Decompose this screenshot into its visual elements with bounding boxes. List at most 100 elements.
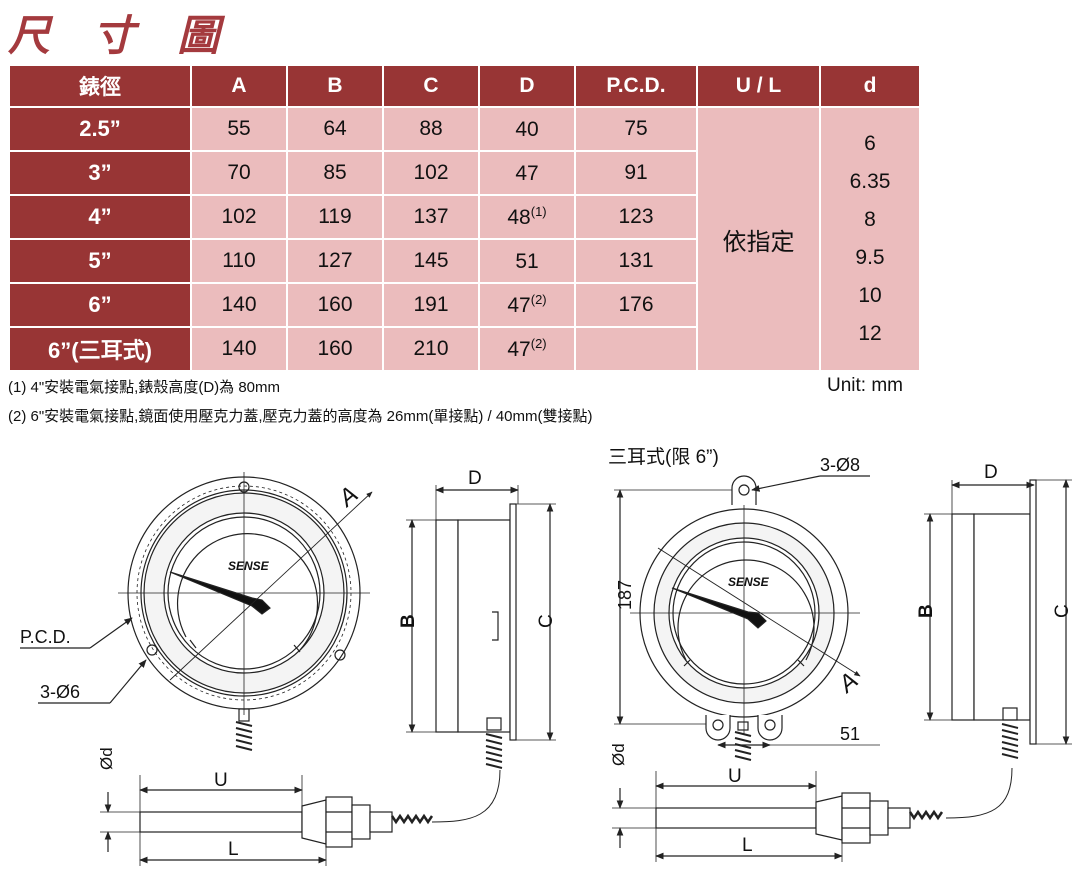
label-187: 187 — [615, 580, 635, 610]
label-b-left: B — [398, 614, 419, 628]
left-probe — [100, 769, 501, 866]
header-a: A — [190, 64, 288, 108]
size-cell: 5” — [8, 238, 192, 284]
left-gauge-front — [20, 472, 373, 751]
brand-logo-left: SENSE — [228, 559, 270, 573]
label-d-left: D — [468, 468, 482, 489]
right-gauge-front — [614, 475, 880, 761]
header-b: B — [286, 64, 384, 108]
d-value: 47 — [515, 162, 539, 185]
d-value-item: 6 — [864, 132, 876, 155]
cell-a: 140 — [190, 282, 288, 328]
label-a-left: A — [332, 481, 363, 513]
gauge-pointer — [671, 587, 767, 629]
size-cell: 3” — [8, 150, 192, 196]
label-l-right: L — [742, 835, 753, 856]
cell-c: 88 — [382, 106, 480, 152]
cell-b: 160 — [286, 326, 384, 372]
label-holes-left: 3-Ø6 — [40, 682, 80, 702]
cell-pcd — [574, 326, 698, 372]
table-row: 6”(三耳式) 140 160 210 47(2) — [8, 326, 920, 372]
cell-a: 102 — [190, 194, 288, 240]
cell-d: 47(2) — [478, 326, 576, 372]
cell-c: 145 — [382, 238, 480, 284]
label-c-right: C — [1052, 604, 1073, 618]
d-value: 48 — [507, 206, 531, 229]
cell-d-values: 6 6.35 8 9.5 10 12 — [819, 106, 921, 372]
unit-label: Unit: mm — [827, 375, 903, 396]
d-footnote: (2) — [530, 336, 547, 351]
label-pcd: P.C.D. — [20, 627, 71, 647]
cell-a: 70 — [190, 150, 288, 196]
label-u-left: U — [214, 770, 228, 791]
header-d-small: d — [819, 64, 921, 108]
label-u-right: U — [728, 766, 742, 787]
dimension-table: 錶徑 A B C D P.C.D. U / L d 2.5” 55 64 88 … — [8, 64, 921, 372]
cell-b: 119 — [286, 194, 384, 240]
gauge-pointer — [169, 571, 271, 615]
cell-d: 51 — [478, 238, 576, 284]
left-gauge-side — [406, 485, 556, 769]
cell-b: 85 — [286, 150, 384, 196]
label-b-right: B — [916, 604, 937, 618]
cell-pcd: 176 — [574, 282, 698, 328]
mounting-hole — [238, 481, 250, 493]
d-value: 47 — [507, 338, 531, 361]
cell-ul: 依指定 — [696, 106, 821, 372]
header-d: D — [478, 64, 576, 108]
label-od-right: Ød — [609, 743, 628, 766]
cell-c: 191 — [382, 282, 480, 328]
cell-pcd: 91 — [574, 150, 698, 196]
size-cell: 6” — [8, 282, 192, 328]
label-d-right: D — [984, 462, 998, 483]
d-value-item: 12 — [858, 322, 882, 345]
label-three-ear: 三耳式(限 6”) — [608, 446, 719, 468]
header-ul: U / L — [696, 64, 821, 108]
right-probe — [612, 767, 1013, 862]
ear-bottom-left — [705, 715, 731, 741]
table-row: 6” 140 160 191 47(2) 176 — [8, 282, 920, 328]
cell-pcd: 75 — [574, 106, 698, 152]
cell-d: 40 — [478, 106, 576, 152]
page-title: 尺 寸 圖 — [8, 11, 234, 60]
label-a-right: A — [832, 667, 863, 699]
cell-a: 110 — [190, 238, 288, 284]
table-row: 4” 102 119 137 48(1) 123 — [8, 194, 920, 240]
footnote-1: (1) 4"安裝電氣接點,錶殼高度(D)為 80mm — [8, 379, 281, 396]
cell-c: 137 — [382, 194, 480, 240]
label-l-left: L — [228, 839, 239, 860]
ear-bottom-right — [757, 715, 783, 741]
cell-pcd: 123 — [574, 194, 698, 240]
cell-b: 127 — [286, 238, 384, 284]
d-value-item: 10 — [858, 284, 882, 307]
d-value: 40 — [515, 118, 539, 141]
size-cell: 6”(三耳式) — [8, 326, 192, 372]
label-od-left: Ød — [97, 747, 116, 770]
d-footnote: (1) — [530, 204, 547, 219]
mounting-hole — [334, 649, 346, 661]
label-holes-right: 3-Ø8 — [820, 455, 860, 475]
cell-b: 64 — [286, 106, 384, 152]
cell-c: 210 — [382, 326, 480, 372]
header-size: 錶徑 — [8, 64, 192, 108]
d-value-item: 8 — [864, 208, 876, 231]
header-pcd: P.C.D. — [574, 64, 698, 108]
label-c-left: C — [536, 614, 557, 628]
cell-d: 47(2) — [478, 282, 576, 328]
mounting-hole — [146, 644, 158, 656]
d-value: 47 — [507, 294, 531, 317]
d-value-item: 9.5 — [855, 246, 885, 269]
cell-d: 48(1) — [478, 194, 576, 240]
table-row: 2.5” 55 64 88 40 75 依指定 6 6.35 8 9.5 10 … — [8, 106, 921, 372]
cell-d: 47 — [478, 150, 576, 196]
size-cell: 2.5” — [8, 106, 192, 152]
cell-a: 140 — [190, 326, 288, 372]
table-row: 3” 70 85 102 47 91 — [8, 150, 920, 196]
d-value: 51 — [515, 250, 539, 273]
header-c: C — [382, 64, 480, 108]
cell-pcd: 131 — [574, 238, 698, 284]
footnote-2: (2) 6"安裝電氣接點,鏡面使用壓克力蓋,壓克力蓋的高度為 26mm(單接點)… — [8, 408, 593, 425]
brand-logo-right: SENSE — [728, 575, 770, 589]
cell-a: 55 — [190, 106, 288, 152]
